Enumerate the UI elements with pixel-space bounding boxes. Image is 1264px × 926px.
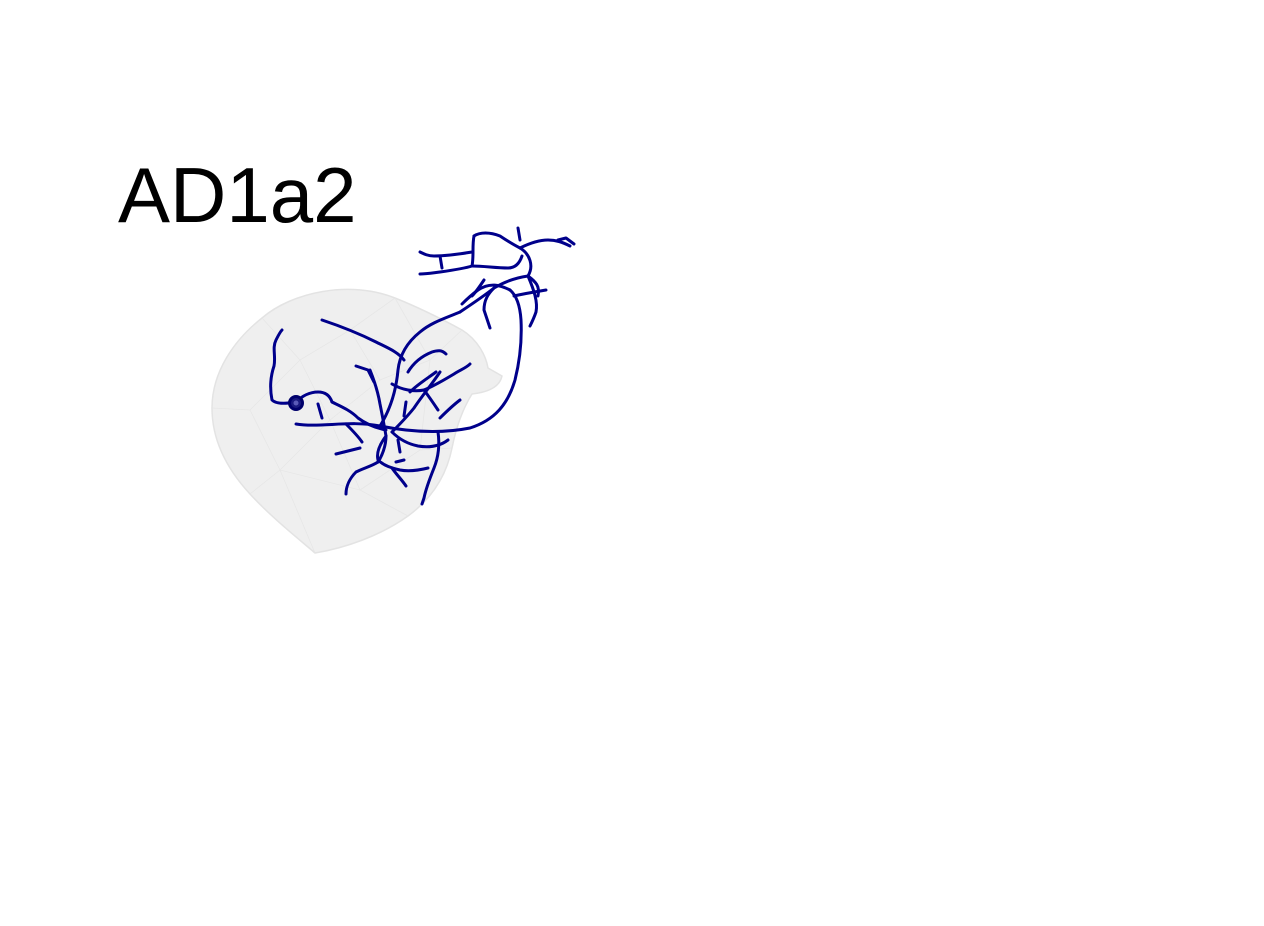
figure-title: AD1a2 bbox=[118, 151, 357, 239]
branch bbox=[354, 364, 376, 384]
branch bbox=[294, 390, 334, 404]
branch bbox=[402, 400, 408, 418]
branch bbox=[470, 278, 486, 298]
branch bbox=[344, 460, 380, 496]
branch bbox=[378, 310, 462, 428]
neuropil-mesh bbox=[211, 288, 503, 554]
branch bbox=[390, 362, 472, 393]
branch bbox=[376, 434, 430, 473]
branch bbox=[516, 226, 522, 242]
branch bbox=[518, 238, 572, 250]
branch bbox=[438, 398, 462, 420]
branch bbox=[334, 446, 362, 456]
branch bbox=[344, 422, 364, 444]
branch bbox=[390, 466, 408, 488]
branch bbox=[470, 254, 524, 270]
branch bbox=[406, 349, 448, 374]
branch bbox=[438, 254, 444, 270]
branch bbox=[526, 274, 538, 328]
branch bbox=[556, 236, 576, 246]
branch bbox=[408, 370, 438, 394]
branch bbox=[418, 250, 474, 258]
branch bbox=[390, 370, 442, 434]
branch bbox=[316, 402, 324, 420]
branch bbox=[420, 430, 441, 506]
branch bbox=[396, 438, 402, 454]
branch bbox=[269, 328, 298, 405]
branch bbox=[526, 274, 540, 298]
branch bbox=[512, 288, 548, 298]
neuron-skeleton bbox=[269, 226, 576, 506]
branch bbox=[368, 368, 388, 464]
branch bbox=[472, 231, 533, 278]
branch bbox=[394, 458, 406, 464]
branch bbox=[482, 286, 496, 330]
soma-highlight bbox=[293, 400, 299, 406]
branch bbox=[330, 400, 388, 432]
main-branch bbox=[294, 288, 523, 434]
branch bbox=[320, 318, 406, 362]
branch bbox=[390, 430, 450, 449]
